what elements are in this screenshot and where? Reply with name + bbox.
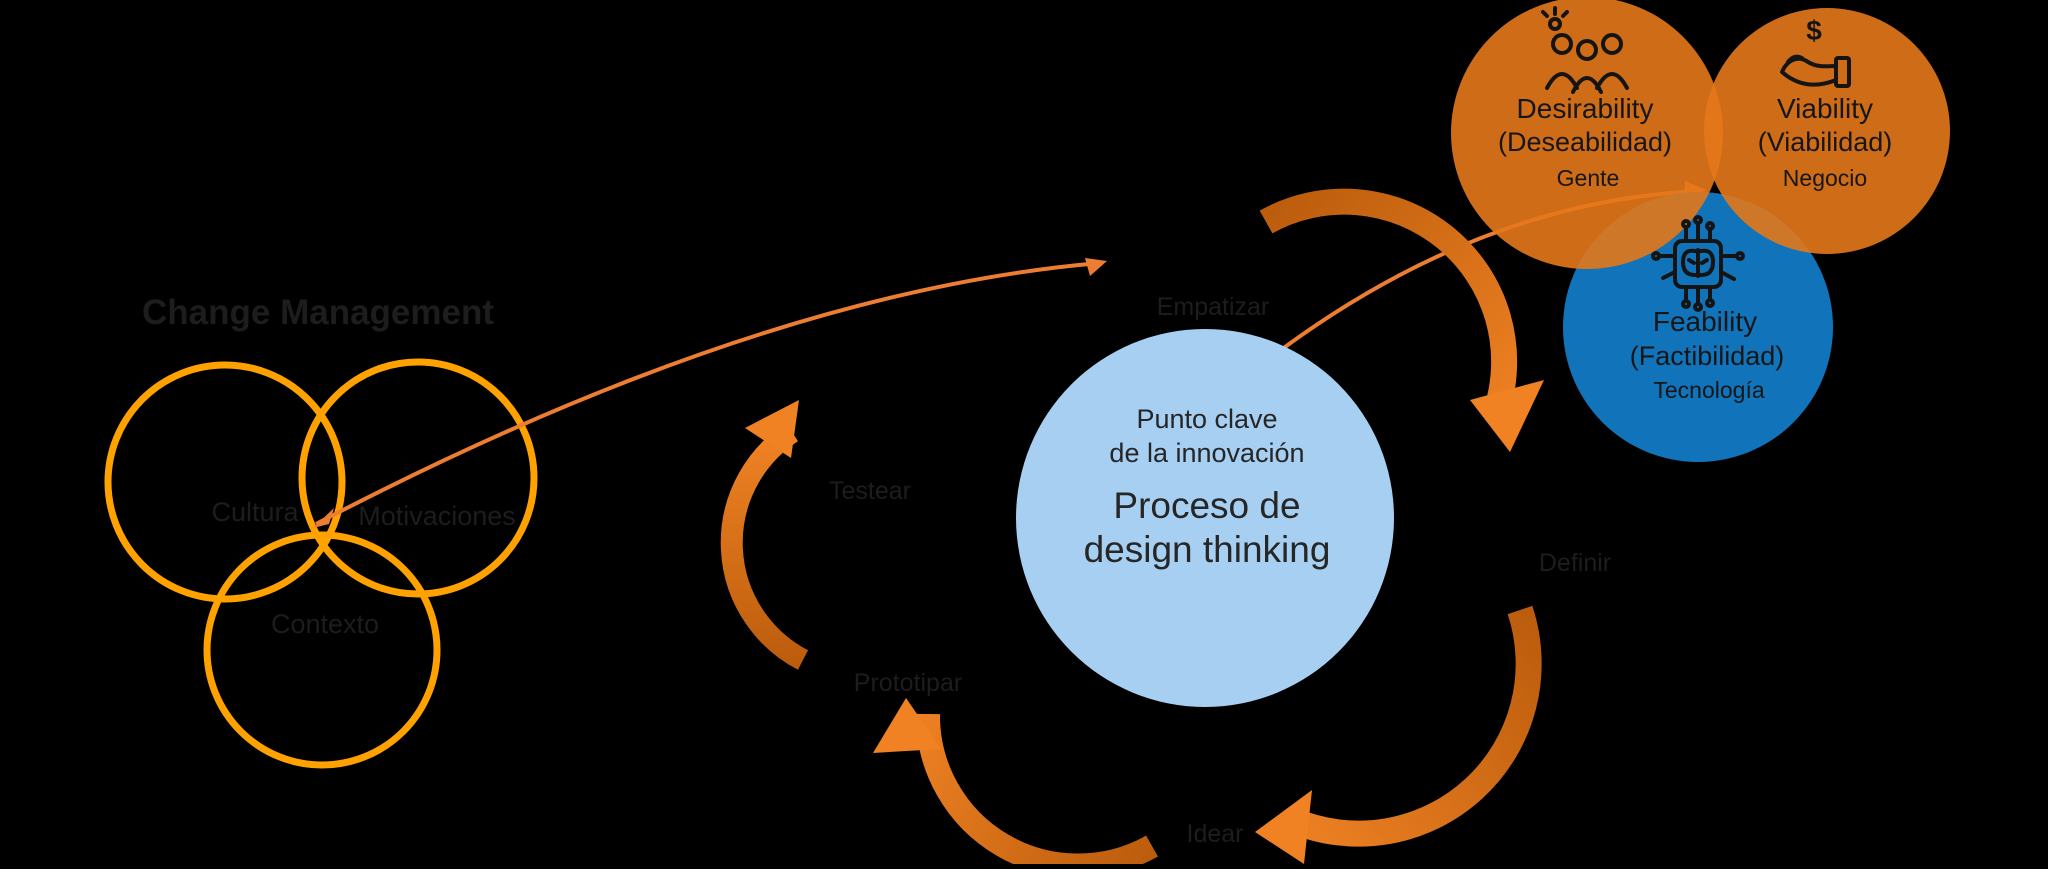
cycle-label-empatizar: Empatizar — [1157, 293, 1270, 321]
cycle-label-definir: Definir — [1539, 549, 1611, 577]
desirability-subtitle: (Deseabilidad) — [1498, 127, 1672, 157]
arc-arrowhead-idear — [1255, 790, 1312, 864]
people-group-icon — [1541, 6, 1629, 94]
process-title-line1: Proceso de — [1113, 485, 1300, 526]
feability-tag: Tecnología — [1653, 377, 1764, 403]
cycle-label-prototipar: Prototipar — [854, 669, 962, 697]
venn-label-cultura: Cultura — [211, 497, 299, 527]
feability-subtitle: (Factibilidad) — [1630, 341, 1785, 371]
design-cycle-labels: Empatizar Definir Idear Prototipar Teste… — [829, 293, 1611, 848]
innovation-venn: $ Desirability (Deseabilidad) Gente Viab… — [1451, 0, 1950, 462]
venn-circle-contexto — [203, 531, 441, 769]
change-to-cycle-arrow-line — [315, 261, 1101, 526]
process-subtitle-line1: Punto clave — [1136, 404, 1277, 434]
hand-money-icon-glyph: $ — [1806, 15, 1822, 46]
change-management-title: Change Management — [142, 293, 494, 332]
venn-label-motivaciones: Motivaciones — [358, 501, 516, 531]
process-subtitle-line2: de la innovación — [1109, 438, 1304, 468]
arrowhead-into-venn — [313, 508, 334, 528]
arc-arrowhead-prototipar — [873, 698, 941, 753]
viability-tag: Negocio — [1783, 165, 1867, 191]
venn-circle-motivaciones — [298, 358, 538, 598]
viability-title: Viability — [1777, 93, 1873, 124]
viability-subtitle: (Viabilidad) — [1758, 127, 1893, 157]
process-circle: Punto clave de la innovación Proceso de … — [1016, 329, 1394, 707]
chip-brain-icon — [1651, 215, 1745, 312]
cycle-label-idear: Idear — [1187, 820, 1244, 848]
hand-money-icon: $ — [1780, 15, 1851, 88]
change-to-cycle-arrow — [313, 258, 1107, 528]
arc-idear-to-prototipar — [915, 713, 1158, 869]
arc-empatizar-to-definir — [1259, 188, 1518, 417]
venn-label-contexto: Contexto — [271, 609, 379, 639]
process-title-line2: design thinking — [1084, 529, 1331, 570]
arc-arrowhead-testear — [745, 400, 799, 458]
process-circle-shape — [1016, 329, 1394, 707]
arc-arrowhead-definir — [1470, 380, 1544, 452]
desirability-tag: Gente — [1557, 165, 1620, 191]
desirability-title: Desirability — [1517, 93, 1654, 124]
change-management-venn: Change Management Cultura Motivaciones C… — [104, 293, 538, 769]
arc-definir-to-idear — [1286, 605, 1542, 847]
cycle-label-testear: Testear — [829, 477, 911, 505]
venn-circle-cultura — [104, 361, 346, 603]
viability-circle — [1704, 8, 1950, 254]
arrowhead-toward-cycle — [1085, 258, 1107, 276]
desirability-circle — [1451, 0, 1723, 269]
arc-prototipar-to-testear — [720, 422, 809, 670]
feability-title: Feability — [1653, 306, 1757, 337]
design-cycle-arrows — [720, 188, 1544, 869]
